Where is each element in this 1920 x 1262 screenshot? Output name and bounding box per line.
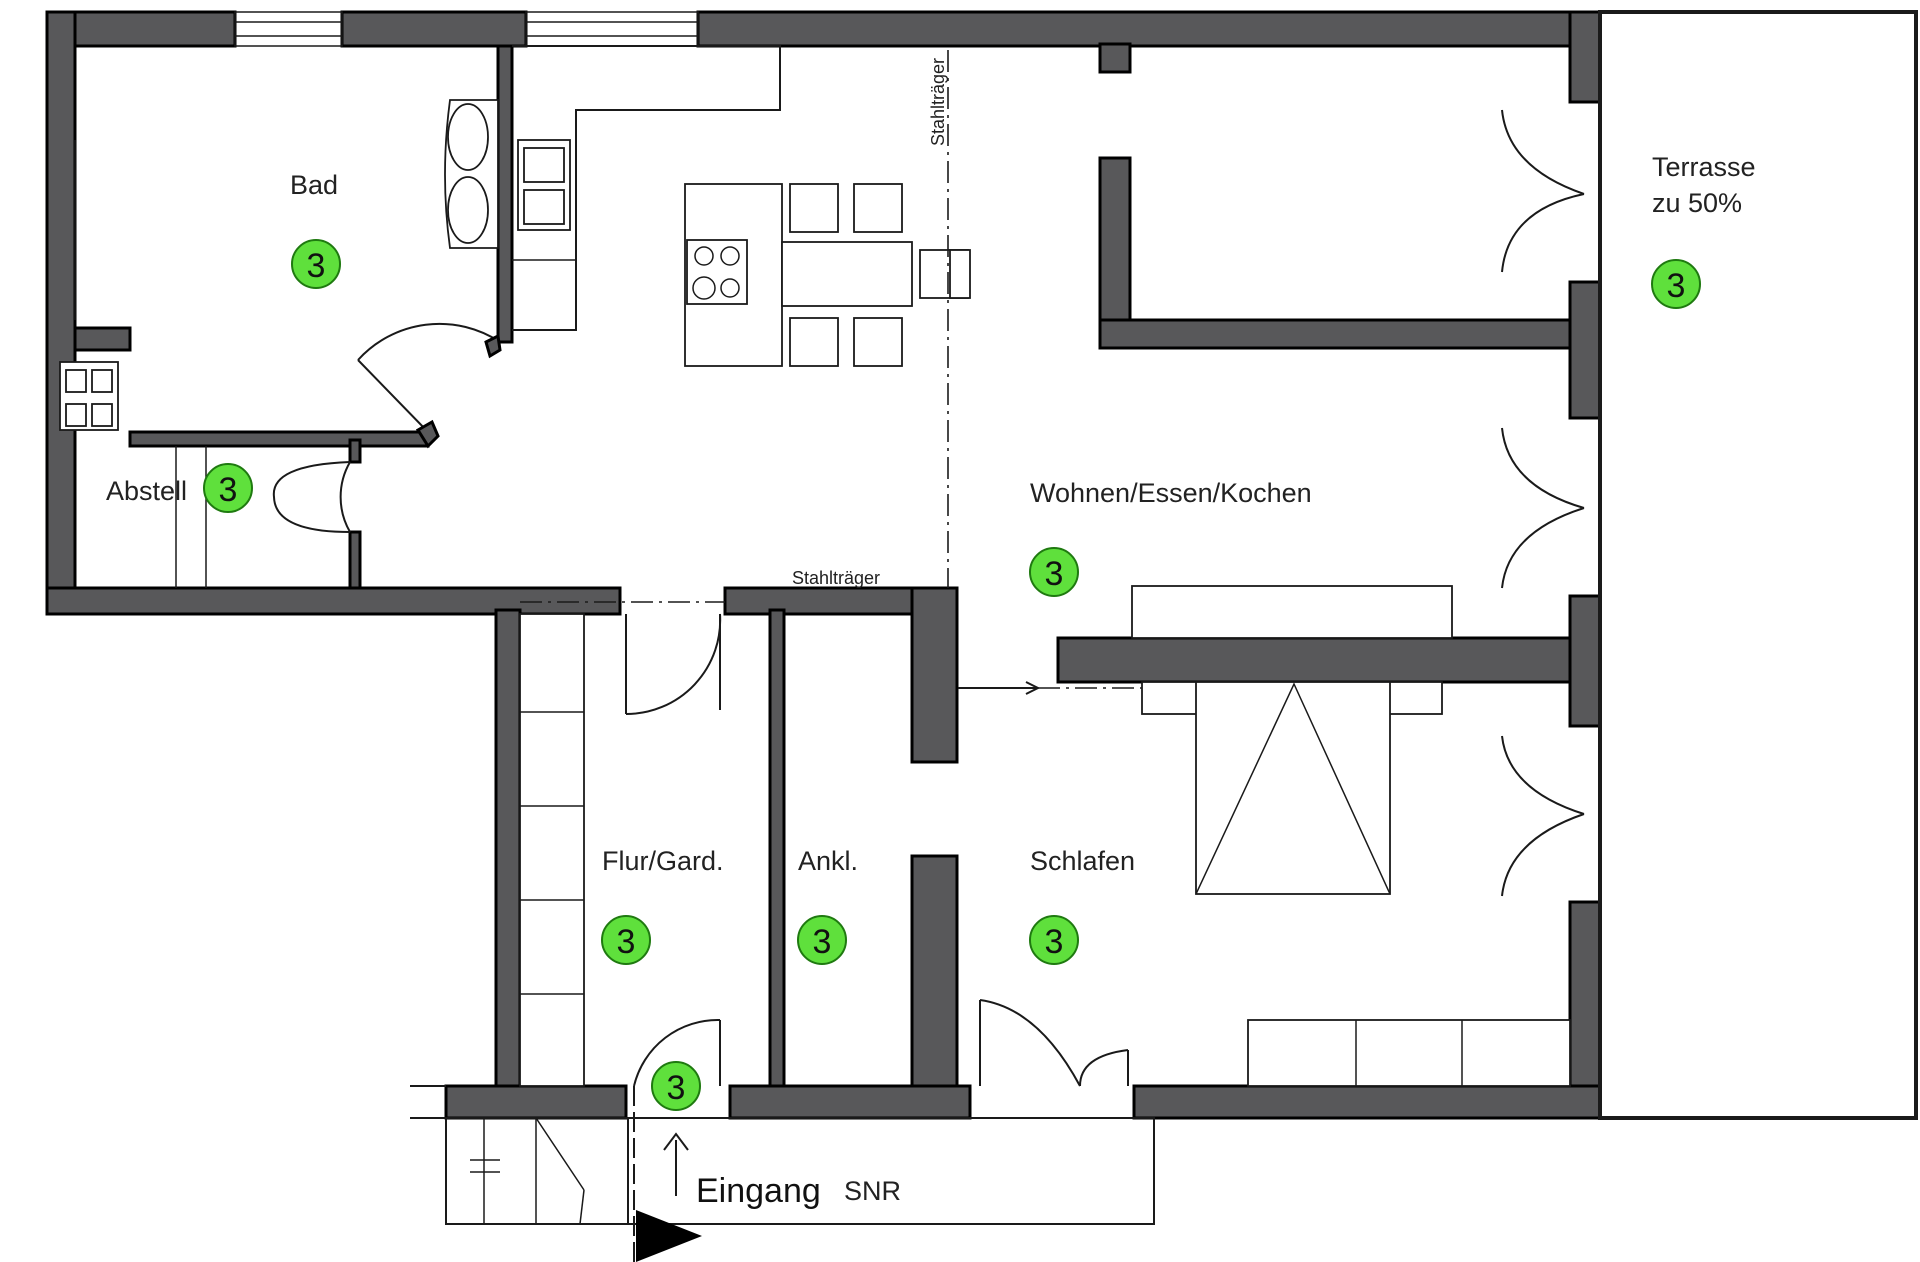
svg-text:3: 3 (617, 923, 636, 961)
svg-text:3: 3 (667, 1069, 686, 1107)
badge-wohnen: 3 (1029, 547, 1079, 597)
label-wohnen: Wohnen/Essen/Kochen (1030, 478, 1312, 508)
label-flur: Flur/Gard. (602, 846, 724, 876)
label-terrasse-2: zu 50% (1652, 188, 1742, 218)
label-bad: Bad (290, 170, 338, 200)
svg-text:3: 3 (1667, 267, 1686, 305)
badge-flur: 3 (601, 915, 651, 965)
badge-abstell: 3 (203, 463, 253, 513)
label-snr: SNR (844, 1176, 901, 1206)
label-abstell: Abstell (106, 476, 187, 506)
terrace-outline (1598, 10, 1918, 1120)
badge-ankl: 3 (797, 915, 847, 965)
badge-schlafen: 3 (1029, 915, 1079, 965)
svg-text:3: 3 (219, 471, 238, 509)
label-stahltraeger-horizontal: Stahlträger (792, 568, 880, 588)
badge-terrasse: 3 (1651, 259, 1701, 309)
furniture (59, 45, 1571, 1087)
label-schlafen: Schlafen (1030, 846, 1135, 876)
windows (74, 11, 699, 320)
label-eingang: Eingang (696, 1172, 821, 1210)
svg-text:3: 3 (1045, 555, 1064, 593)
svg-text:3: 3 (307, 247, 326, 285)
badge-eingang: 3 (651, 1061, 701, 1111)
entrance-steps (410, 1085, 1155, 1262)
svg-text:3: 3 (1045, 923, 1064, 961)
label-stahltraeger-vertical: Stahlträger (928, 58, 948, 146)
doors (272, 109, 1585, 1087)
badge-bad: 3 (291, 239, 341, 289)
room-labels: Bad Abstell Wohnen/Essen/Kochen Terrasse… (106, 58, 1756, 1210)
label-terrasse-1: Terrasse (1652, 152, 1756, 182)
walls (45, 10, 1602, 1120)
entrance-arrow-icon (636, 1210, 702, 1262)
label-ankl: Ankl. (798, 846, 858, 876)
svg-text:3: 3 (813, 923, 832, 961)
